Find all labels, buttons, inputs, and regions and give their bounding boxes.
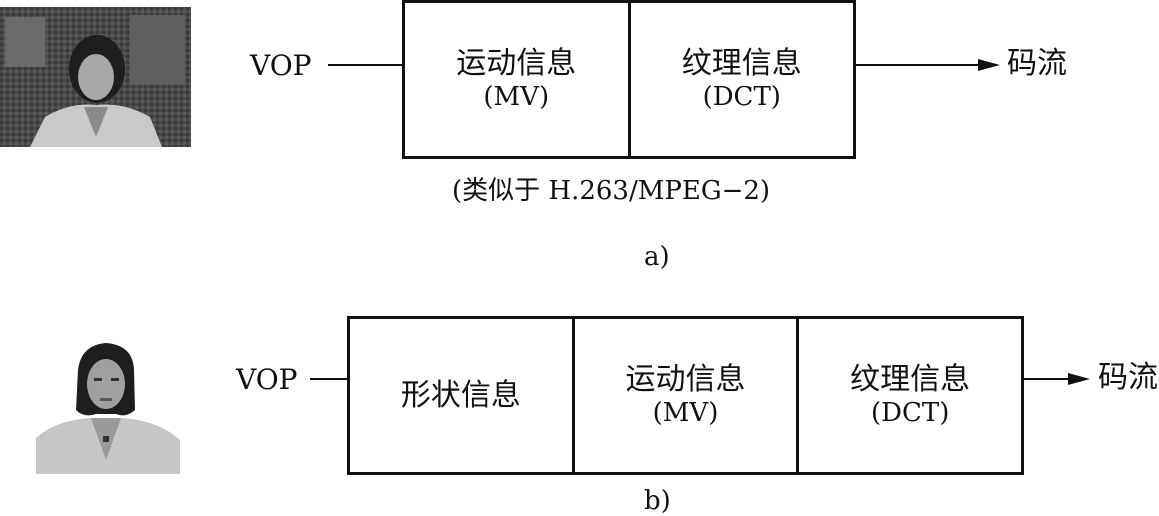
block-title: 纹理信息: [681, 45, 802, 81]
caption-a: a): [644, 242, 670, 272]
bitstream-structure-b: 形状信息 运动信息 (MV) 纹理信息 (DCT): [347, 316, 1024, 475]
compatibility-note: (类似于 H.263/MPEG−2): [452, 176, 771, 206]
block-texture-info: 纹理信息 (DCT): [796, 319, 1021, 472]
input-label-vop: VOP: [236, 363, 298, 396]
block-title: 运动信息: [456, 45, 577, 81]
output-arrow-line: [856, 64, 981, 66]
block-title: 运动信息: [625, 361, 746, 397]
block-title: 形状信息: [400, 377, 521, 413]
block-subtitle: (DCT): [870, 397, 950, 428]
bitstream-structure-a: 运动信息 (MV) 纹理信息 (DCT): [402, 0, 856, 159]
block-shape-info: 形状信息: [350, 319, 572, 472]
block-subtitle: (DCT): [702, 81, 781, 112]
block-subtitle: (MV): [483, 81, 550, 112]
block-subtitle: (MV): [652, 397, 719, 428]
frame-thumbnail-segmented: [36, 340, 180, 474]
input-connector-line: [328, 64, 403, 66]
frame-thumbnail-full: [0, 7, 191, 147]
block-motion-info: 运动信息 (MV): [571, 319, 797, 472]
output-label-bitstream: 码流: [1007, 46, 1067, 81]
block-texture-info: 纹理信息 (DCT): [627, 3, 854, 156]
output-label-bitstream: 码流: [1098, 360, 1158, 395]
block-title: 纹理信息: [850, 361, 971, 397]
block-motion-info: 运动信息 (MV): [405, 3, 628, 156]
input-label-vop: VOP: [250, 49, 312, 82]
output-arrow-line: [1024, 378, 1072, 380]
input-connector-line: [310, 378, 348, 380]
arrow-head-icon: [978, 59, 1000, 71]
caption-b: b): [644, 486, 671, 516]
arrow-head-icon: [1068, 373, 1090, 385]
